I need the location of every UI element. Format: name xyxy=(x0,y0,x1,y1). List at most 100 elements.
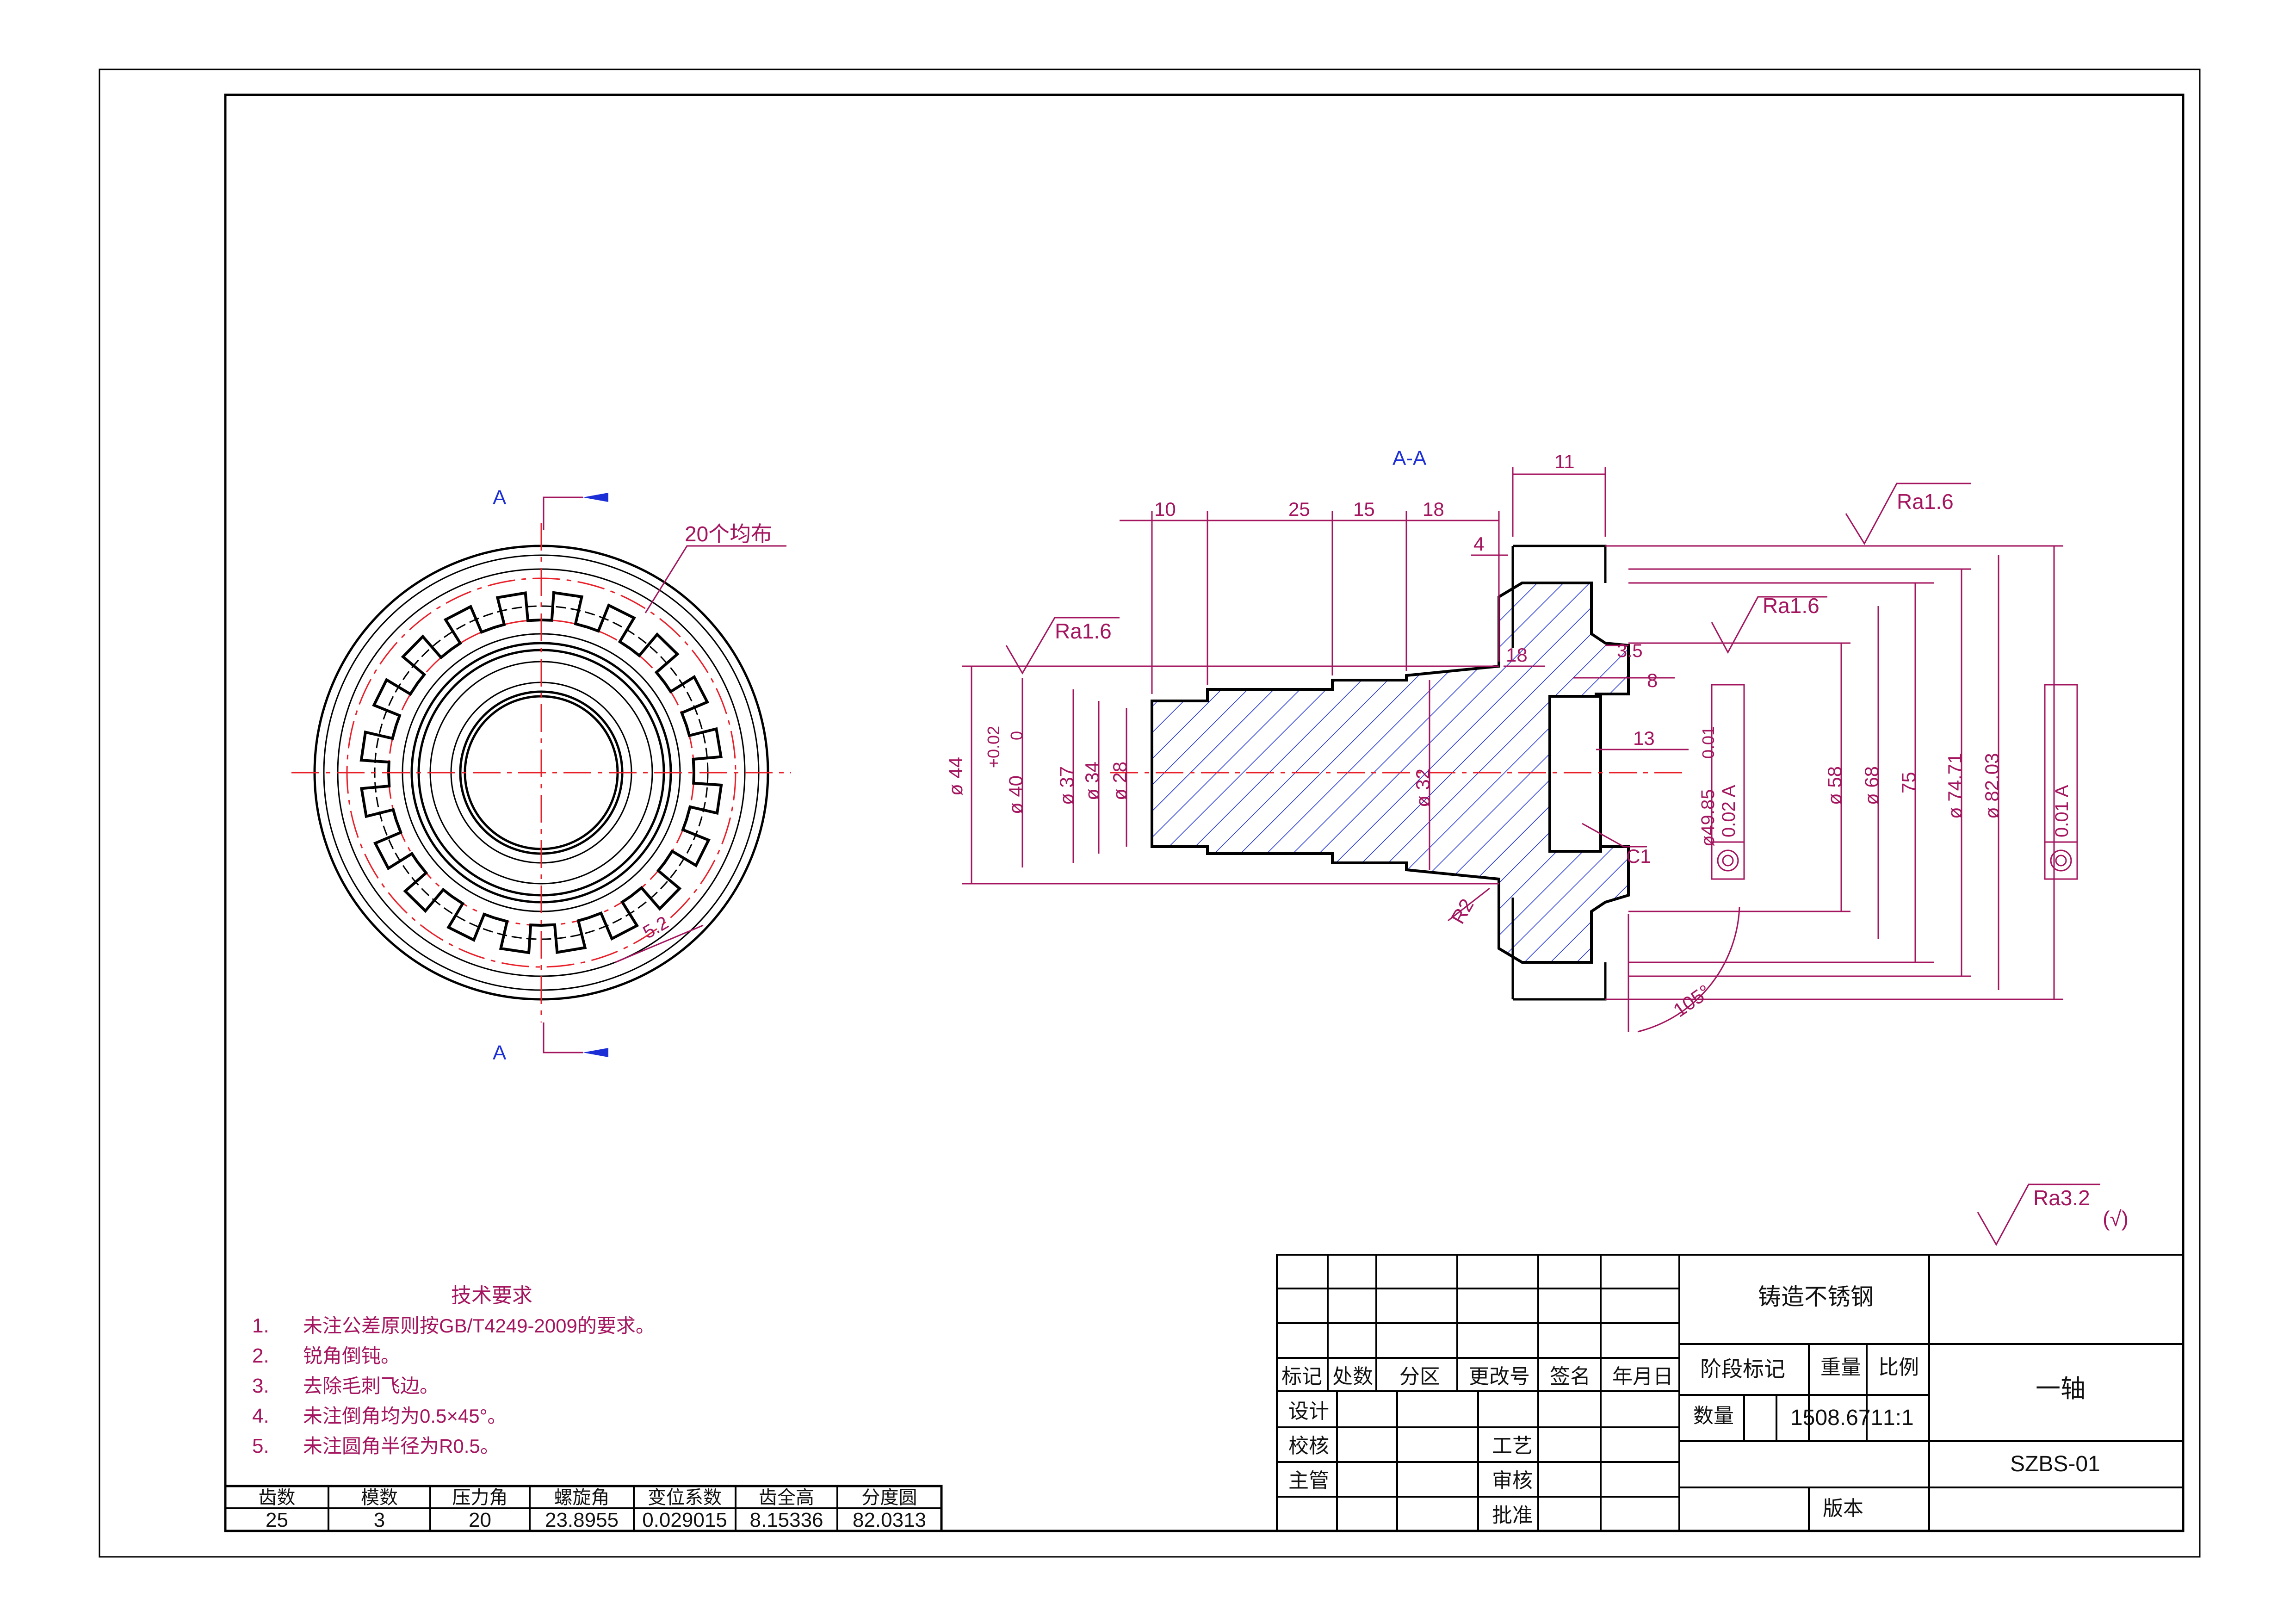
dia-74-71: ø 74.71 xyxy=(1944,753,1966,819)
dia-49-85: ø49.85 xyxy=(1698,789,1718,847)
dim-18: 18 xyxy=(1423,498,1444,520)
dim-25: 25 xyxy=(1288,498,1310,520)
dim-18b: 18 xyxy=(1506,644,1528,666)
rev-h-3: 更改号 xyxy=(1469,1365,1530,1388)
part-name: 一轴 xyxy=(2036,1375,2086,1403)
dia-75: 75 xyxy=(1898,772,1919,793)
gear-table-header: 压力角 xyxy=(452,1487,508,1508)
pattern-note: 20个均布 xyxy=(685,522,772,546)
gear-table-cell: 8.15336 xyxy=(749,1509,823,1531)
gear-table-cell: 23.8955 xyxy=(545,1509,619,1531)
role-design: 设计 xyxy=(1288,1400,1329,1423)
dim-8: 8 xyxy=(1647,669,1658,691)
section-mark-bottom: A xyxy=(493,1041,507,1064)
dim-11: 11 xyxy=(1554,451,1575,472)
gear-table-header: 变位系数 xyxy=(648,1487,722,1508)
diameter-dims xyxy=(962,545,2063,1000)
ra-mid: Ra1.6 xyxy=(1763,594,1819,618)
tech-item-text: 锐角倒钝。 xyxy=(303,1345,400,1367)
dia-34: ø 34 xyxy=(1081,762,1103,800)
fillet-r2: R2 xyxy=(1447,895,1478,927)
bore xyxy=(1548,695,1602,853)
rev-h-4: 签名 xyxy=(1550,1365,1590,1388)
dim-15: 15 xyxy=(1353,498,1375,520)
rev-h-5: 年月日 xyxy=(1612,1365,1673,1388)
dim-10: 10 xyxy=(1154,498,1176,520)
material: 铸造不锈钢 xyxy=(1758,1284,1874,1310)
dim-13: 13 xyxy=(1633,727,1655,749)
ra-top-right: Ra1.6 xyxy=(1897,489,1954,514)
tech-item-num: 3. xyxy=(252,1375,269,1397)
tech-item-text: 未注圆角半径为R0.5。 xyxy=(303,1435,500,1457)
rev-h-1: 处数 xyxy=(1332,1365,1373,1388)
dia-40: ø 40 xyxy=(1005,775,1027,814)
dia-58: ø 58 xyxy=(1824,766,1845,805)
qty-label: 数量 xyxy=(1693,1405,1734,1427)
weight-value: 1508.671 xyxy=(1790,1406,1883,1430)
outer-border xyxy=(99,68,2201,1558)
tech-requirements: 技术要求 1. 未注公差原则按GB/T4249-2009的要求。 2. 锐角倒钝。 3. 去… xyxy=(252,1284,655,1457)
fcf-left-text: 0.02 A xyxy=(1719,785,1739,837)
tol-lower: 0 xyxy=(1007,731,1026,740)
role-approve: 批准 xyxy=(1492,1504,1533,1527)
dim-4: 4 xyxy=(1473,533,1484,555)
tol-upper: +0.02 xyxy=(984,726,1003,768)
gear-table-header: 分度圆 xyxy=(862,1487,917,1508)
gear-table-cell: 3 xyxy=(374,1509,385,1531)
section-title: A-A xyxy=(1392,447,1427,470)
tech-item-text: 未注公差原则按GB/T4249-2009的要求。 xyxy=(303,1315,655,1337)
stage-label: 阶段标记 xyxy=(1700,1357,1785,1381)
fcf-right xyxy=(2044,684,2078,880)
role-manager: 主管 xyxy=(1288,1469,1329,1492)
dia-68: ø 68 xyxy=(1861,766,1882,805)
dia-28: ø 28 xyxy=(1109,762,1131,800)
dia-82-03: ø 82.03 xyxy=(1981,753,2003,819)
section-view: A-A xyxy=(962,447,2078,1033)
dia-49-85-tol: 0.01 xyxy=(1699,726,1718,759)
scale-value: 1:1 xyxy=(1883,1406,1914,1430)
dim-3-5: 3.5 xyxy=(1617,641,1643,661)
ra-default: Ra3.2 xyxy=(2033,1186,2090,1210)
role-process: 工艺 xyxy=(1492,1435,1533,1457)
gear-table-header: 齿数 xyxy=(259,1487,296,1508)
gear-table-cell: 25 xyxy=(266,1509,288,1531)
tech-item-text: 未注倒角均为0.5×45°。 xyxy=(303,1405,507,1427)
ra-left: Ra1.6 xyxy=(1055,619,1112,643)
tech-item-num: 4. xyxy=(252,1405,269,1427)
weight-label: 重量 xyxy=(1820,1356,1861,1379)
rev-h-2: 分区 xyxy=(1399,1365,1440,1388)
gear-table-cell: 82.0313 xyxy=(853,1509,926,1531)
section-mark-top: A xyxy=(493,486,507,509)
version-label: 版本 xyxy=(1823,1497,1863,1520)
rev-h-0: 标记 xyxy=(1281,1365,1322,1388)
gear-table-header: 模数 xyxy=(361,1487,398,1508)
tech-item-num: 5. xyxy=(252,1435,269,1457)
dia-32: ø 32 xyxy=(1412,768,1434,807)
drawing-no: SZBS-01 xyxy=(2010,1452,2100,1476)
fcf-right-text: 0.01 A xyxy=(2052,785,2072,837)
gear-table-header: 齿全高 xyxy=(759,1487,814,1508)
length-dims xyxy=(1120,467,1689,750)
role-check: 校核 xyxy=(1288,1435,1329,1457)
dia-37: ø 37 xyxy=(1056,766,1077,805)
role-review: 审核 xyxy=(1492,1469,1533,1492)
gear-table-cell: 20 xyxy=(469,1509,491,1531)
gear-table-cell: 0.029015 xyxy=(642,1509,727,1531)
inner-border xyxy=(224,93,2185,1532)
dia-44: ø 44 xyxy=(945,757,966,796)
slot-dim: 5.2 xyxy=(640,912,672,943)
scale-label: 比例 xyxy=(1878,1356,1919,1379)
tech-item-text: 去除毛刺飞边。 xyxy=(303,1375,439,1397)
chamfer-c1: C1 xyxy=(1626,845,1651,867)
tech-item-num: 1. xyxy=(252,1314,269,1337)
front-view: A A 20个均布 5.2 xyxy=(291,486,791,1064)
gear-table-header: 螺旋角 xyxy=(554,1487,610,1508)
default-roughness xyxy=(1977,1183,2100,1246)
ra-default-suffix: (√) xyxy=(2103,1207,2129,1231)
fcf-left xyxy=(1711,684,1745,880)
tech-title: 技术要求 xyxy=(451,1284,532,1307)
gear-parameter-table: 齿数 模数 压力角 螺旋角 变位系数 齿全高 分度圆 25 3 20 23.8955 0.029015… xyxy=(224,1485,943,1532)
tech-item-num: 2. xyxy=(252,1344,269,1367)
